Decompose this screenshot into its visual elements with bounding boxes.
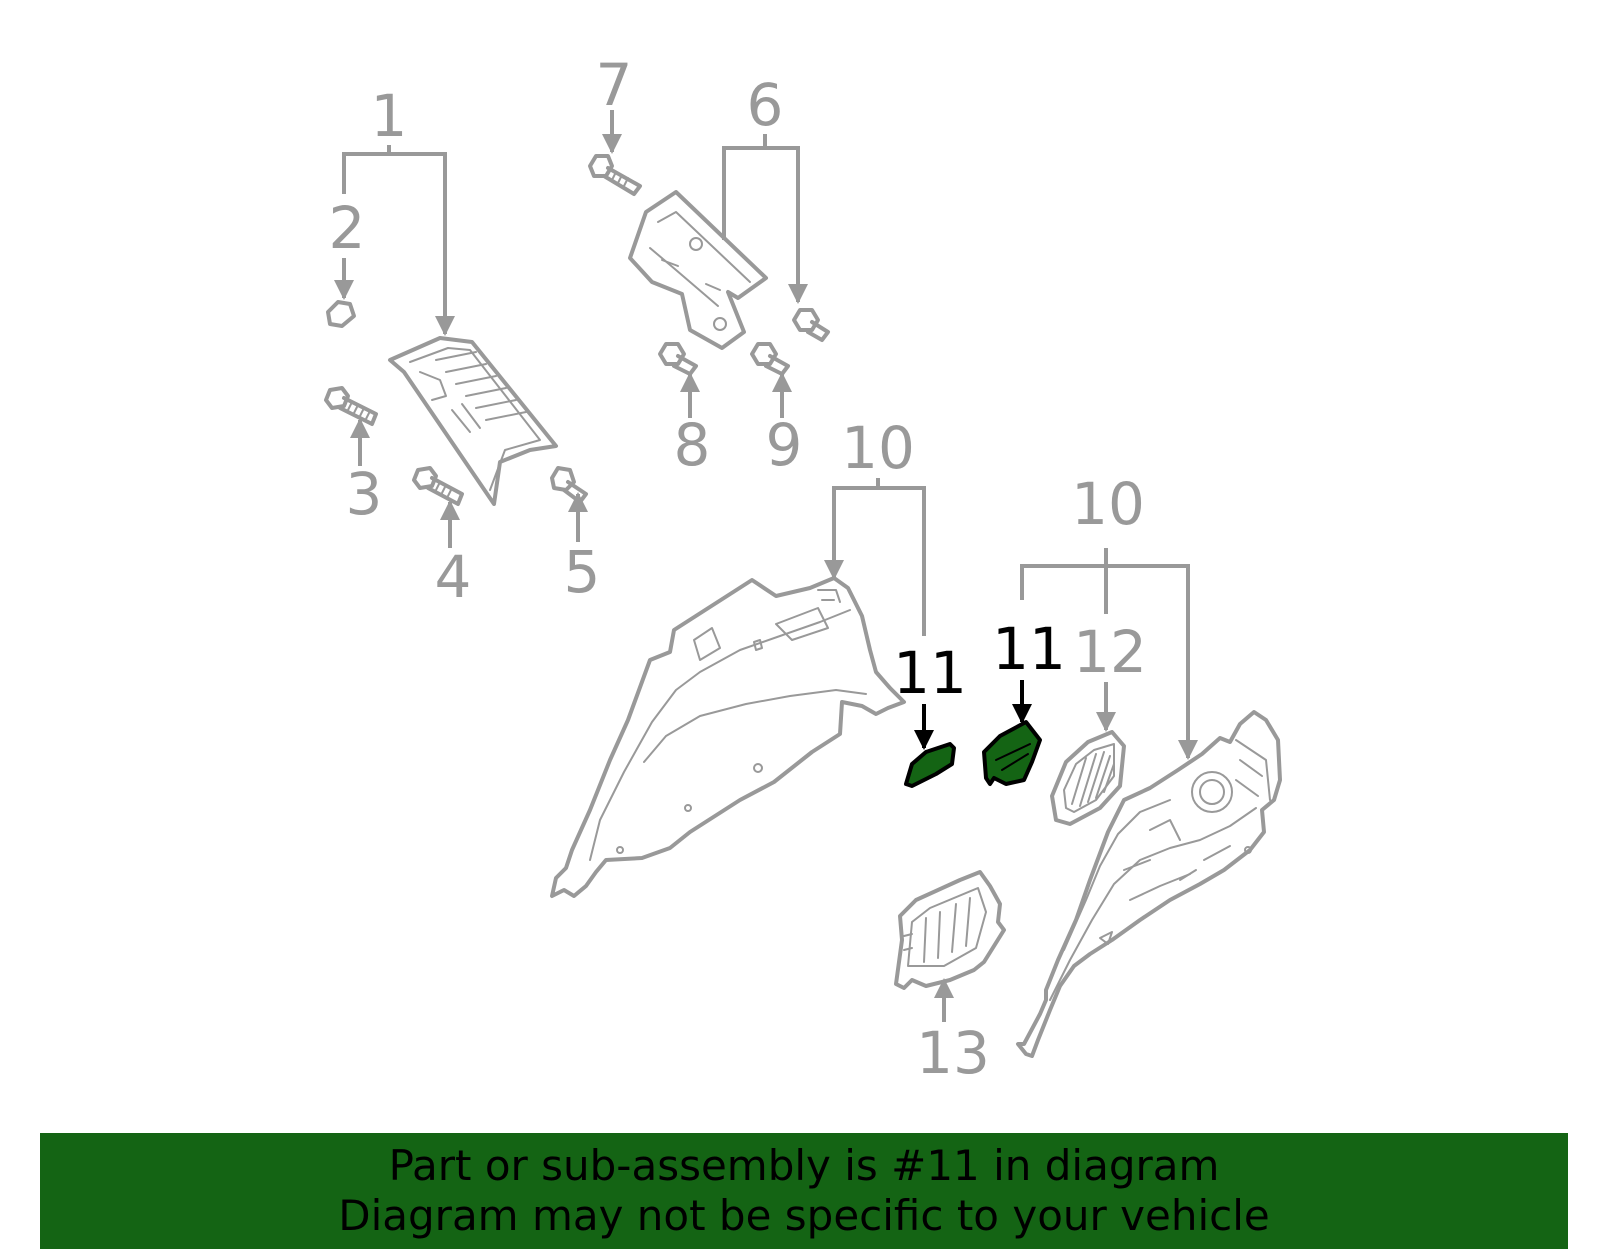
callout-5: 5 (564, 538, 601, 606)
bolt-part-9 (750, 342, 790, 376)
callout-3: 3 (346, 460, 383, 528)
callout-13: 13 (916, 1019, 990, 1087)
callout-11-left: 11 (893, 639, 967, 707)
callout-8: 8 (674, 411, 711, 479)
callout-10-left: 10 (841, 414, 915, 482)
banner-line-2: Diagram may not be specific to your vehi… (338, 1191, 1270, 1240)
bracket-part-6 (628, 190, 768, 350)
bolt-part-4 (412, 466, 464, 506)
clip-part-5 (550, 466, 588, 504)
banner-line-1: Part or sub-assembly is #11 in diagram (388, 1141, 1220, 1190)
callout-11-right: 11 (992, 615, 1066, 683)
vent-part-13 (894, 870, 1006, 990)
callout-7: 7 (596, 51, 633, 119)
cover-part-11-right (982, 720, 1042, 786)
clip-part-2 (326, 300, 356, 328)
info-banner: Part or sub-assembly is #11 in diagram D… (40, 1133, 1568, 1249)
bolt-part-3 (324, 386, 378, 426)
callout-2: 2 (329, 194, 366, 262)
quarter-trim-part-10-right (1016, 710, 1282, 1058)
cover-part-11-left (904, 742, 956, 788)
callout-12: 12 (1073, 618, 1147, 686)
leader-lines (334, 110, 1198, 1022)
callout-10-right: 10 (1071, 470, 1145, 538)
trim-panel-part-1 (388, 336, 558, 506)
bolt-part-7 (588, 154, 642, 196)
clip-part-6b (792, 308, 830, 342)
callout-6: 6 (747, 71, 784, 139)
callout-9: 9 (766, 411, 803, 479)
quarter-trim-part-10-left (550, 576, 906, 898)
callout-4: 4 (435, 543, 472, 611)
callout-1: 1 (371, 82, 408, 150)
bolt-part-8 (658, 342, 698, 376)
grille-part-12 (1050, 730, 1126, 826)
